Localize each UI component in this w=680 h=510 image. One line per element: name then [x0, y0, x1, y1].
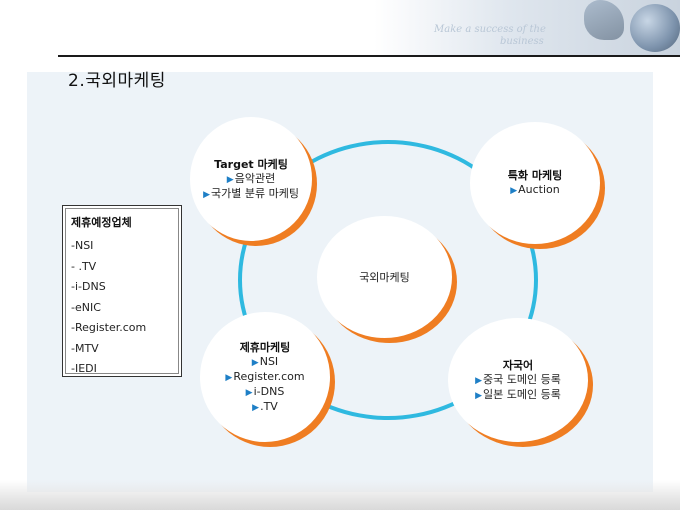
- page-title: 2.국외마케팅: [68, 71, 166, 91]
- bullet-arrow-icon: ▶: [203, 189, 210, 200]
- bullet-arrow-icon: ▶: [251, 357, 259, 368]
- tagline-line-1: Make a success of the: [434, 24, 546, 35]
- partner-item: - .TV: [71, 259, 97, 273]
- header-divider: [58, 55, 680, 57]
- circle-partner-marketing: 제휴마케팅 ▶NSI ▶Register.com ▶i-DNS ▶.TV: [200, 312, 330, 442]
- partner-list-box: 제휴예정업체 -NSI - .TV -i-DNS -eNIC -Register…: [62, 205, 182, 377]
- header-person-image: [584, 0, 624, 40]
- partner-item: -i-DNS: [71, 280, 106, 293]
- circle-title: 특화 마케팅: [507, 169, 563, 182]
- bullet-arrow-icon: ▶: [510, 186, 518, 196]
- connector-ring: [238, 140, 538, 420]
- circle-title: 자국어: [502, 358, 534, 372]
- partner-item: -Register.com: [71, 321, 147, 334]
- tagline-line-2: business: [500, 36, 544, 47]
- bullet-arrow-icon: ▶: [245, 387, 253, 398]
- circle-item: ▶Register.com: [225, 369, 305, 383]
- circle-item: ▶Auction: [510, 183, 560, 196]
- circle-item: ▶국가별 분류 마케팅: [203, 186, 299, 200]
- bottom-fade: [0, 480, 680, 510]
- globe-icon: [630, 4, 680, 52]
- circle-title: 제휴마케팅: [239, 340, 291, 354]
- circle-target-marketing: Target 마케팅 ▶음악관련 ▶국가별 분류 마케팅: [190, 117, 312, 241]
- circle-item: ▶일본 도메인 등록: [475, 387, 561, 401]
- bullet-arrow-icon: ▶: [475, 390, 483, 401]
- partner-item: -NSI: [71, 239, 94, 252]
- circle-item: ▶i-DNS: [245, 384, 285, 398]
- partner-item: -eNIC: [71, 300, 101, 314]
- circle-title: Target 마케팅: [214, 157, 288, 171]
- circle-item: ▶음악관련: [226, 171, 276, 185]
- circle-special-marketing: 특화 마케팅 ▶Auction: [470, 122, 600, 244]
- partner-item: -IEDI: [71, 362, 97, 375]
- bullet-arrow-icon: ▶: [475, 375, 483, 386]
- circle-item: ▶NSI: [251, 354, 279, 368]
- partner-list: -NSI - .TV -i-DNS -eNIC -Register.com -M…: [71, 236, 146, 380]
- header-tagline: Make a success of the business: [434, 24, 546, 48]
- bullet-arrow-icon: ▶: [252, 402, 260, 413]
- partner-item: -MTV: [71, 341, 99, 355]
- circle-native-language: 자국어 ▶중국 도메인 등록 ▶일본 도메인 등록: [448, 318, 588, 442]
- bullet-arrow-icon: ▶: [226, 174, 234, 185]
- partner-list-title: 제휴예정업체: [71, 216, 132, 229]
- partner-box-inner-border: [65, 208, 179, 374]
- circle-center: 국외마케팅: [317, 216, 452, 338]
- circle-item: ▶.TV: [252, 399, 278, 413]
- circle-item: ▶중국 도메인 등록: [475, 372, 561, 386]
- center-label: 국외마케팅: [359, 271, 410, 284]
- bullet-arrow-icon: ▶: [225, 372, 233, 383]
- header-band: [0, 0, 680, 56]
